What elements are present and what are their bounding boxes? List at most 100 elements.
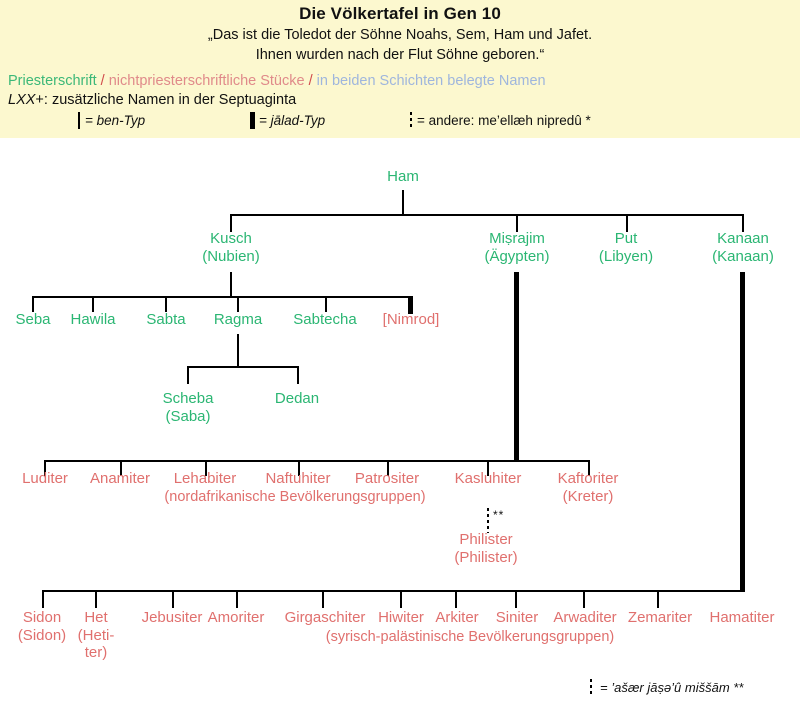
connector-kanaan-stem-thick — [740, 272, 745, 592]
connector-drop-amoriter — [236, 590, 238, 608]
connector-drop-girgaschiter — [322, 590, 324, 608]
node-kusch-gloss: (Nubien) — [202, 247, 260, 265]
connector-drop-sabtecha — [325, 296, 327, 312]
node-het: Het (Heti- ter) — [70, 609, 122, 662]
legend-key-jalad-label: = jālad-Typ — [259, 113, 326, 128]
node-naftuhiter: Naftuhiter — [250, 470, 346, 488]
node-sabtecha-label: Sabtecha — [293, 311, 357, 328]
node-kaftoriter: Kaftoriter (Kreter) — [541, 470, 635, 505]
node-nimrod: [Nimrod] — [369, 311, 453, 329]
legend-source-key: Priesterschrift / nichtpriesterschriftli… — [8, 73, 546, 89]
connector-kanaan-sibling-bar — [42, 590, 745, 592]
node-sidon-label: Sidon — [22, 609, 62, 626]
connector-drop-patrositer — [387, 460, 389, 476]
group-label-syro-palestinian: (syrisch-palästinische Bevölkerungsgrupp… — [325, 629, 615, 645]
node-scheba: Scheba (Saba) — [143, 390, 233, 425]
node-het-gloss-cont: ter) — [84, 644, 108, 662]
connector-drop-nimrod — [408, 296, 413, 314]
node-kusch-label: Kusch — [210, 230, 252, 247]
connector-drop-jebusiter — [172, 590, 174, 608]
legend-lxx-text: +: zusätzliche Namen in der Septuaginta — [35, 92, 297, 108]
legend-key-other-label: = andere: me’ellæh nipredû * — [417, 113, 591, 128]
node-zemariter: Zemariter — [620, 609, 700, 627]
legend-priestly-label: Priesterschrift — [8, 73, 97, 89]
node-misrajim-gloss: (Ägypten) — [484, 247, 550, 265]
node-siniter-label: Siniter — [495, 609, 539, 626]
node-kanaan-label: Kanaan — [717, 230, 769, 247]
connector-drop-zemariter — [657, 590, 659, 608]
node-philister-label: Philister — [459, 531, 513, 548]
connector-drop-lehabiter — [205, 460, 207, 476]
connector-drop-anamiter — [120, 460, 122, 476]
legend-nonpriestly-label: nichtpriesterschriftliche Stücke — [108, 73, 305, 89]
connector-drop-hawila — [92, 296, 94, 312]
thick-bar-icon — [250, 112, 255, 129]
node-put-label: Put — [614, 230, 638, 247]
node-ham-label: Ham — [387, 168, 419, 185]
node-ragma-label: Ragma — [213, 311, 263, 328]
connector-drop-ragma — [237, 296, 239, 312]
connector-drop-kasluhiter — [487, 460, 489, 476]
node-sabta: Sabta — [131, 311, 201, 329]
connector-drop-kusch — [230, 214, 232, 232]
node-girgaschiter: Girgaschiter — [275, 609, 375, 627]
connector-drop-put — [626, 214, 628, 232]
connector-ragma-sibling-bar — [187, 366, 299, 368]
page-title: Die Völkertafel in Gen 10 — [299, 4, 501, 23]
node-arkiter: Arkiter — [426, 609, 488, 627]
legend-both-layers-label: in beiden Schichten belegte Namen — [316, 73, 546, 89]
connector-kasluhiter-philister-dotted — [487, 508, 489, 533]
footnote-label: = ’ašær jāṣə’û miššām ** — [600, 680, 744, 695]
node-kasluhiter: Kasluhiter — [440, 470, 536, 488]
node-amoriter: Amoriter — [192, 609, 280, 627]
node-patrositer: Patrositer — [341, 470, 433, 488]
node-het-gloss: (Heti- — [77, 626, 115, 644]
connector-kusch-sibling-bar — [32, 296, 412, 298]
node-ragma: Ragma — [201, 311, 275, 329]
node-sabtecha: Sabtecha — [281, 311, 369, 329]
node-kanaan-gloss: (Kanaan) — [712, 247, 774, 265]
node-scheba-label: Scheba — [162, 390, 214, 407]
node-kaftoriter-label: Kaftoriter — [557, 470, 619, 487]
legend-key-other-type: = andere: me’ellæh nipredû * — [410, 112, 591, 129]
connector-drop-sabta — [165, 296, 167, 312]
connector-drop-kaftoriter — [588, 460, 590, 476]
connector-drop-kanaan — [742, 214, 744, 232]
node-siniter: Siniter — [486, 609, 548, 627]
legend-lxx-abbrev: LXX — [8, 92, 36, 108]
connector-drop-misrajim — [516, 214, 518, 232]
connector-ragma-stem — [237, 334, 239, 368]
node-amoriter-label: Amoriter — [207, 609, 265, 626]
node-misrajim: Miṣrajim (Ägypten) — [460, 230, 574, 265]
connector-drop-hiwiter — [400, 590, 402, 608]
node-hiwiter-label: Hiwiter — [378, 609, 424, 626]
connector-misrajim-stem-thick — [514, 272, 519, 462]
thin-bar-icon — [78, 112, 80, 129]
node-misrajim-label: Miṣrajim — [489, 230, 545, 247]
connector-drop-arkiter — [455, 590, 457, 608]
node-nimrod-label: [Nimrod] — [382, 311, 440, 328]
node-dedan: Dedan — [252, 390, 342, 408]
node-hawila: Hawila — [56, 311, 130, 329]
node-hamatiter: Hamatiter — [698, 609, 786, 627]
node-naftuhiter-label: Naftuhiter — [265, 470, 331, 487]
legend-key-ben-type: = ben-Typ — [78, 112, 145, 129]
legend-key-jalad-type: = jālad-Typ — [250, 112, 325, 129]
node-hamatiter-label: Hamatiter — [709, 609, 775, 626]
node-put-gloss: (Libyen) — [598, 247, 654, 265]
node-anamiter: Anamiter — [78, 470, 162, 488]
node-luditer: Luditer — [6, 470, 84, 488]
node-luditer-label: Luditer — [22, 470, 68, 487]
node-arkiter-label: Arkiter — [435, 609, 479, 626]
node-lehabiter-label: Lehabiter — [173, 470, 237, 487]
node-hiwiter: Hiwiter — [369, 609, 433, 627]
node-het-label: Het — [84, 609, 108, 626]
connector-drop-naftuhiter — [298, 460, 300, 476]
node-philister: Philister (Philister) — [434, 531, 538, 566]
node-ham: Ham — [355, 168, 451, 186]
connector-ham-stem — [402, 190, 404, 216]
connector-drop-arwaditer — [583, 590, 585, 608]
connector-misrajim-sibling-bar — [44, 460, 590, 462]
node-seba: Seba — [0, 311, 66, 329]
